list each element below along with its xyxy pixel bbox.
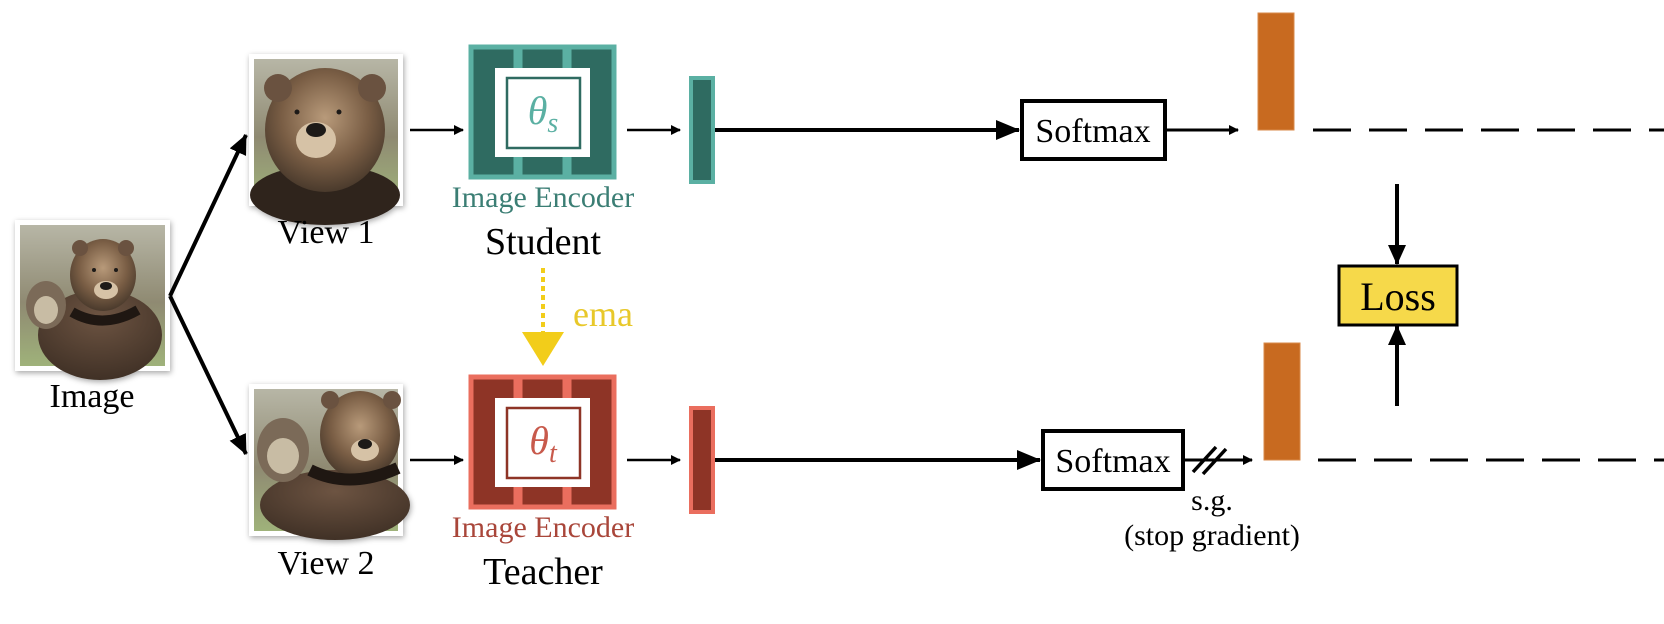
- view2-label: View 2: [277, 545, 374, 582]
- ema-label: ema: [573, 294, 633, 334]
- view1-image: [249, 54, 403, 225]
- teacher-encoder-label: Image Encoder: [452, 511, 634, 544]
- bear-photo-crop-paw-icon: [254, 389, 410, 540]
- teacher-output-distribution: [1263, 342, 1301, 461]
- teacher-param-symbol: θt: [529, 418, 558, 469]
- student-param-symbol: θs: [528, 88, 559, 139]
- student-encoder: [468, 44, 617, 180]
- student-role-label: Student: [485, 221, 602, 263]
- branch-arrow-view2: [168, 295, 248, 455]
- loss-label: Loss: [1360, 274, 1436, 319]
- stop-gradient-icon: [1191, 445, 1228, 476]
- view1-label: View 1: [277, 214, 374, 251]
- teacher-encoder: [468, 374, 617, 510]
- branch-arrow-view1: [168, 134, 248, 297]
- student-embedding: [689, 76, 715, 184]
- stop-gradient-short-label: s.g.: [1191, 484, 1233, 517]
- student-softmax-label: Softmax: [1035, 113, 1150, 150]
- stop-gradient-long-label: (stop gradient): [1124, 519, 1300, 552]
- student-encoder-label: Image Encoder: [452, 181, 634, 214]
- bear-photo-icon: [20, 225, 165, 380]
- view2-image: [249, 384, 410, 540]
- student-output-distribution: [1257, 12, 1295, 131]
- bear-photo-crop-face-icon: [250, 59, 400, 225]
- student-softmax-box: Softmax: [1020, 99, 1167, 161]
- input-image: [15, 220, 170, 380]
- ema-arrowhead-icon: [522, 332, 564, 366]
- teacher-softmax-box: Softmax: [1041, 429, 1185, 491]
- teacher-role-label: Teacher: [483, 551, 603, 593]
- teacher-embedding: [689, 406, 715, 514]
- input-image-label: Image: [50, 378, 135, 415]
- teacher-softmax-label: Softmax: [1055, 443, 1170, 480]
- loss-box: Loss: [1337, 264, 1459, 327]
